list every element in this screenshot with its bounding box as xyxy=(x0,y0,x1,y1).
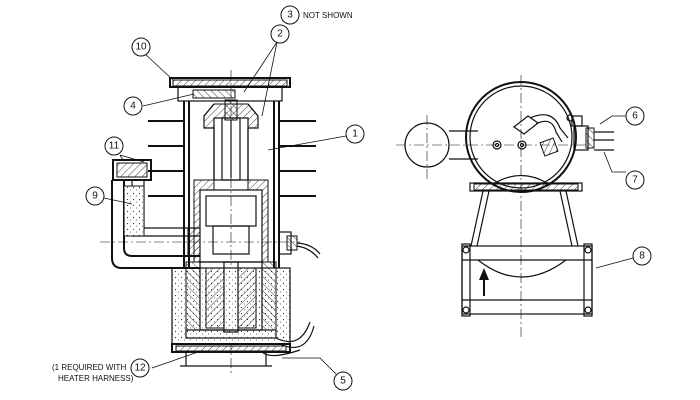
callout-11: 11 xyxy=(104,136,124,156)
callout-5: 5 xyxy=(333,371,353,391)
required-note-line-1: (1 REQUIRED WITH xyxy=(52,363,126,372)
callout-label-5: 5 xyxy=(340,376,346,387)
callout-bubble-11 xyxy=(104,136,124,156)
callout-bubble-9 xyxy=(85,186,105,206)
callout-2: 2 xyxy=(270,24,290,44)
callout-label-7: 7 xyxy=(632,175,638,186)
callout-10: 10 xyxy=(131,37,151,57)
leader-lines xyxy=(103,41,634,375)
not-shown-note: NOT SHOWN xyxy=(303,11,353,20)
callout-bubble-8 xyxy=(632,246,652,266)
callout-bubble-10 xyxy=(131,37,151,57)
callout-bubble-4 xyxy=(123,96,143,116)
callout-label-2: 2 xyxy=(277,29,283,40)
callout-3: 3 NOT SHOWN xyxy=(280,5,353,25)
callout-12: 12 (1 REQUIRED WITH HEATER HARNESS) xyxy=(52,358,150,383)
callout-1: 1 xyxy=(345,124,365,144)
end-view xyxy=(396,75,614,340)
callout-7: 7 xyxy=(625,170,645,190)
callout-bubble-12 xyxy=(130,358,150,378)
section-view xyxy=(100,70,321,375)
callout-4: 4 xyxy=(123,96,143,116)
callout-label-10: 10 xyxy=(135,42,147,53)
callout-bubble-6 xyxy=(625,106,645,126)
required-note-line-2: HEATER HARNESS) xyxy=(58,374,134,383)
callout-bubble-7 xyxy=(625,170,645,190)
callout-bubble-1 xyxy=(345,124,365,144)
callout-6: 6 xyxy=(625,106,645,126)
callout-bubble-5 xyxy=(333,371,353,391)
callout-bubble-2 xyxy=(270,24,290,44)
callout-label-9: 9 xyxy=(92,191,98,202)
callout-9: 9 xyxy=(85,186,105,206)
callout-label-4: 4 xyxy=(130,101,136,112)
callout-bubble-3 xyxy=(280,5,300,25)
callout-label-8: 8 xyxy=(639,251,645,262)
callout-label-12: 12 xyxy=(134,363,146,374)
callout-label-1: 1 xyxy=(352,129,358,140)
callout-label-3: 3 xyxy=(287,10,293,21)
callout-8: 8 xyxy=(632,246,652,266)
callout-label-11: 11 xyxy=(109,141,120,152)
callout-label-6: 6 xyxy=(632,111,638,122)
